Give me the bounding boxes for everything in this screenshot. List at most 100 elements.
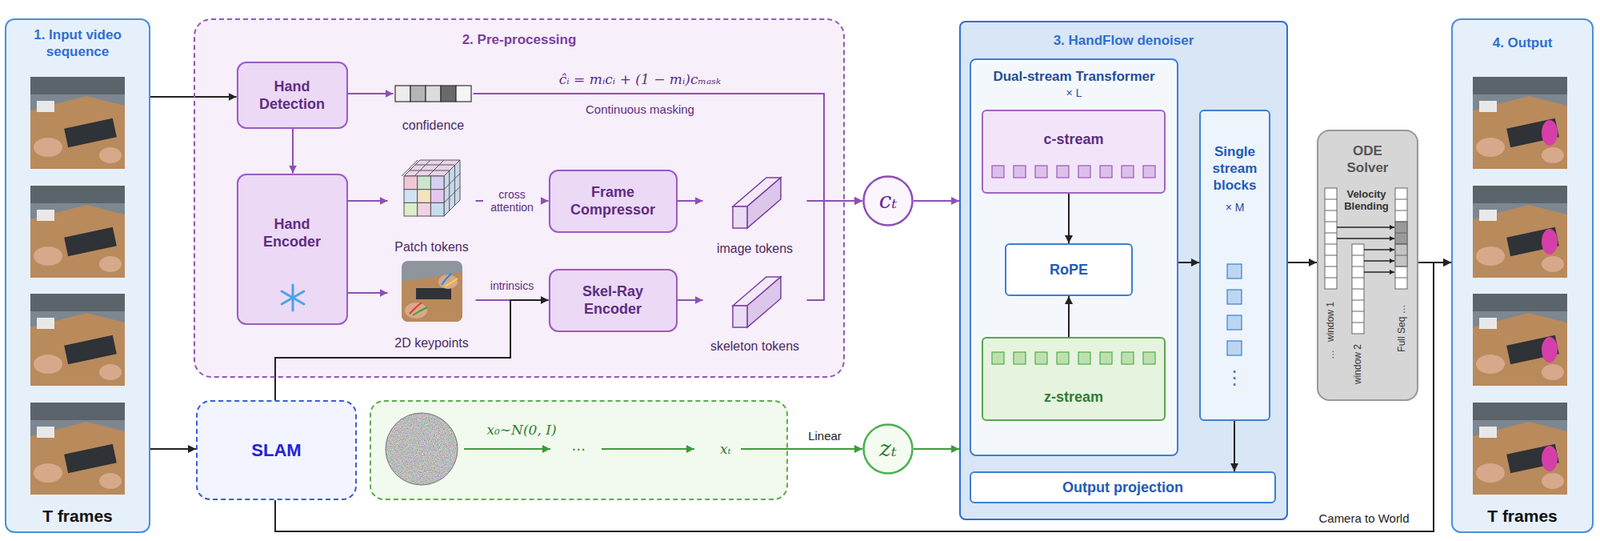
- drawing-part: [1227, 315, 1242, 330]
- drawing-part: [30, 185, 125, 278]
- node-fill: [1199, 109, 1271, 421]
- node-fill: [981, 109, 1166, 194]
- drawing-part: [1352, 255, 1364, 323]
- process-box: Frame Compressor: [548, 169, 678, 233]
- drawing-part: [1078, 352, 1091, 364]
- label-slot: Linear: [804, 428, 845, 444]
- drawing-part: [410, 85, 426, 102]
- text-slot: 1. Input video sequence: [11, 26, 144, 60]
- node-fill: [236, 61, 348, 129]
- connector-arrow: [1288, 261, 1317, 264]
- label-slot: Continuous masking: [582, 102, 698, 117]
- drawing-part: [747, 276, 781, 328]
- drawing-part: [1395, 188, 1408, 289]
- drawing-part: [401, 272, 463, 322]
- variable-circle: zₜ: [862, 423, 914, 475]
- drawing-part: [150, 93, 1452, 532]
- drawing-part: [464, 448, 551, 450]
- label-slot: ⋮: [1224, 368, 1244, 388]
- connector-arrow: [1068, 193, 1070, 244]
- drawing-part: [385, 412, 458, 485]
- drawing-part: [438, 274, 458, 289]
- annotation: Velocity Blending: [1337, 188, 1396, 212]
- drawing-part: [1324, 199, 1337, 278]
- token-figure: Patch tokens: [388, 156, 476, 255]
- stream-box: c-stream: [981, 109, 1166, 194]
- drawing-part: [281, 291, 304, 304]
- node-text: × L: [971, 86, 1177, 100]
- keypoint-image: [401, 260, 463, 322]
- stream-box: z-stream: [981, 336, 1166, 421]
- connector-arrow: [1068, 296, 1070, 337]
- drawing-part: [1336, 237, 1395, 239]
- connector-arrow: [473, 93, 864, 201]
- node-text: RoPE: [1049, 260, 1088, 279]
- token-figure: skeleton tokens: [703, 264, 808, 354]
- node-text: T frames: [1452, 505, 1592, 526]
- node-text: ⋯: [562, 440, 595, 458]
- edge-label: ĉᵢ = mᵢcᵢ + (1 − mᵢ)cₘₐₛₖ: [556, 71, 724, 88]
- token-squares: [992, 352, 1156, 364]
- label-slot: intrinsics: [488, 279, 536, 292]
- node-fill: [196, 400, 357, 500]
- annotation: Continuous masking: [582, 102, 698, 117]
- snowflake-icon: [281, 284, 304, 311]
- annotation: window 2: [1352, 344, 1364, 384]
- drawing-part: [732, 305, 748, 328]
- edge-label: cross attention: [483, 188, 541, 214]
- connector-arrow: [677, 200, 704, 202]
- node-text: c-stream: [983, 130, 1164, 148]
- node-text: Hand Encoder: [247, 215, 337, 251]
- process-box: RoPE: [1004, 243, 1133, 296]
- output-panel: 4. Output T frames: [1451, 18, 1594, 533]
- node-fill: [548, 268, 678, 332]
- node-text: zₜ: [879, 436, 897, 462]
- token-prism: [732, 177, 781, 228]
- connector-arrow: [348, 92, 394, 95]
- drawing-part: [1035, 352, 1048, 364]
- text-slot: x₀∼N(0, I): [473, 420, 570, 439]
- node-fill: [981, 336, 1166, 421]
- token-squares: [992, 165, 1156, 178]
- drawing-part: [417, 189, 432, 204]
- patch-cube: [401, 160, 460, 216]
- drawing-part: [1336, 226, 1395, 228]
- drawing-part: [456, 85, 472, 102]
- drawing-part: [385, 412, 458, 485]
- label-slot: Velocity Blending: [1337, 188, 1396, 212]
- node-text: Skel-Ray Encoder: [568, 282, 658, 318]
- blend-arrows: [1336, 227, 1395, 272]
- drawing-part: [1100, 352, 1112, 364]
- connector-arrow: [1233, 420, 1236, 472]
- drawing-part: [1227, 340, 1242, 356]
- node-text: xₜ: [705, 440, 746, 458]
- drawing-part: [1143, 165, 1156, 178]
- token-squares: [1227, 264, 1242, 356]
- node-text: Patch tokens: [394, 239, 469, 255]
- drawing-part: [385, 412, 458, 485]
- node-fill: [193, 18, 845, 378]
- connector-arrow: [348, 292, 388, 294]
- input-panel: 1. Input video sequenceT frames: [4, 18, 151, 533]
- edge-label: Linear: [804, 428, 845, 444]
- drawing-part: [1364, 271, 1395, 272]
- node-text: × M: [1200, 200, 1269, 215]
- text-slot: xₜ: [705, 440, 746, 458]
- node-text: 3. HandFlow denoiser: [960, 32, 1287, 49]
- drawing-part: [416, 288, 452, 300]
- node-text: image tokens: [716, 240, 793, 256]
- text-slot: 2. Pre-processing: [195, 31, 844, 48]
- drawing-part: [1472, 185, 1568, 278]
- drawing-part: [1364, 248, 1395, 250]
- drawing-part: [440, 85, 456, 102]
- drawing-part: [281, 291, 304, 304]
- drawing-part: [1035, 165, 1048, 178]
- drawing-part: [1227, 264, 1242, 279]
- drawing-part: [30, 402, 125, 495]
- drawing-part: [404, 202, 418, 216]
- node-fill: [969, 471, 1276, 504]
- drawing-part: [30, 76, 125, 169]
- text-slot: 4. Output: [1452, 34, 1592, 52]
